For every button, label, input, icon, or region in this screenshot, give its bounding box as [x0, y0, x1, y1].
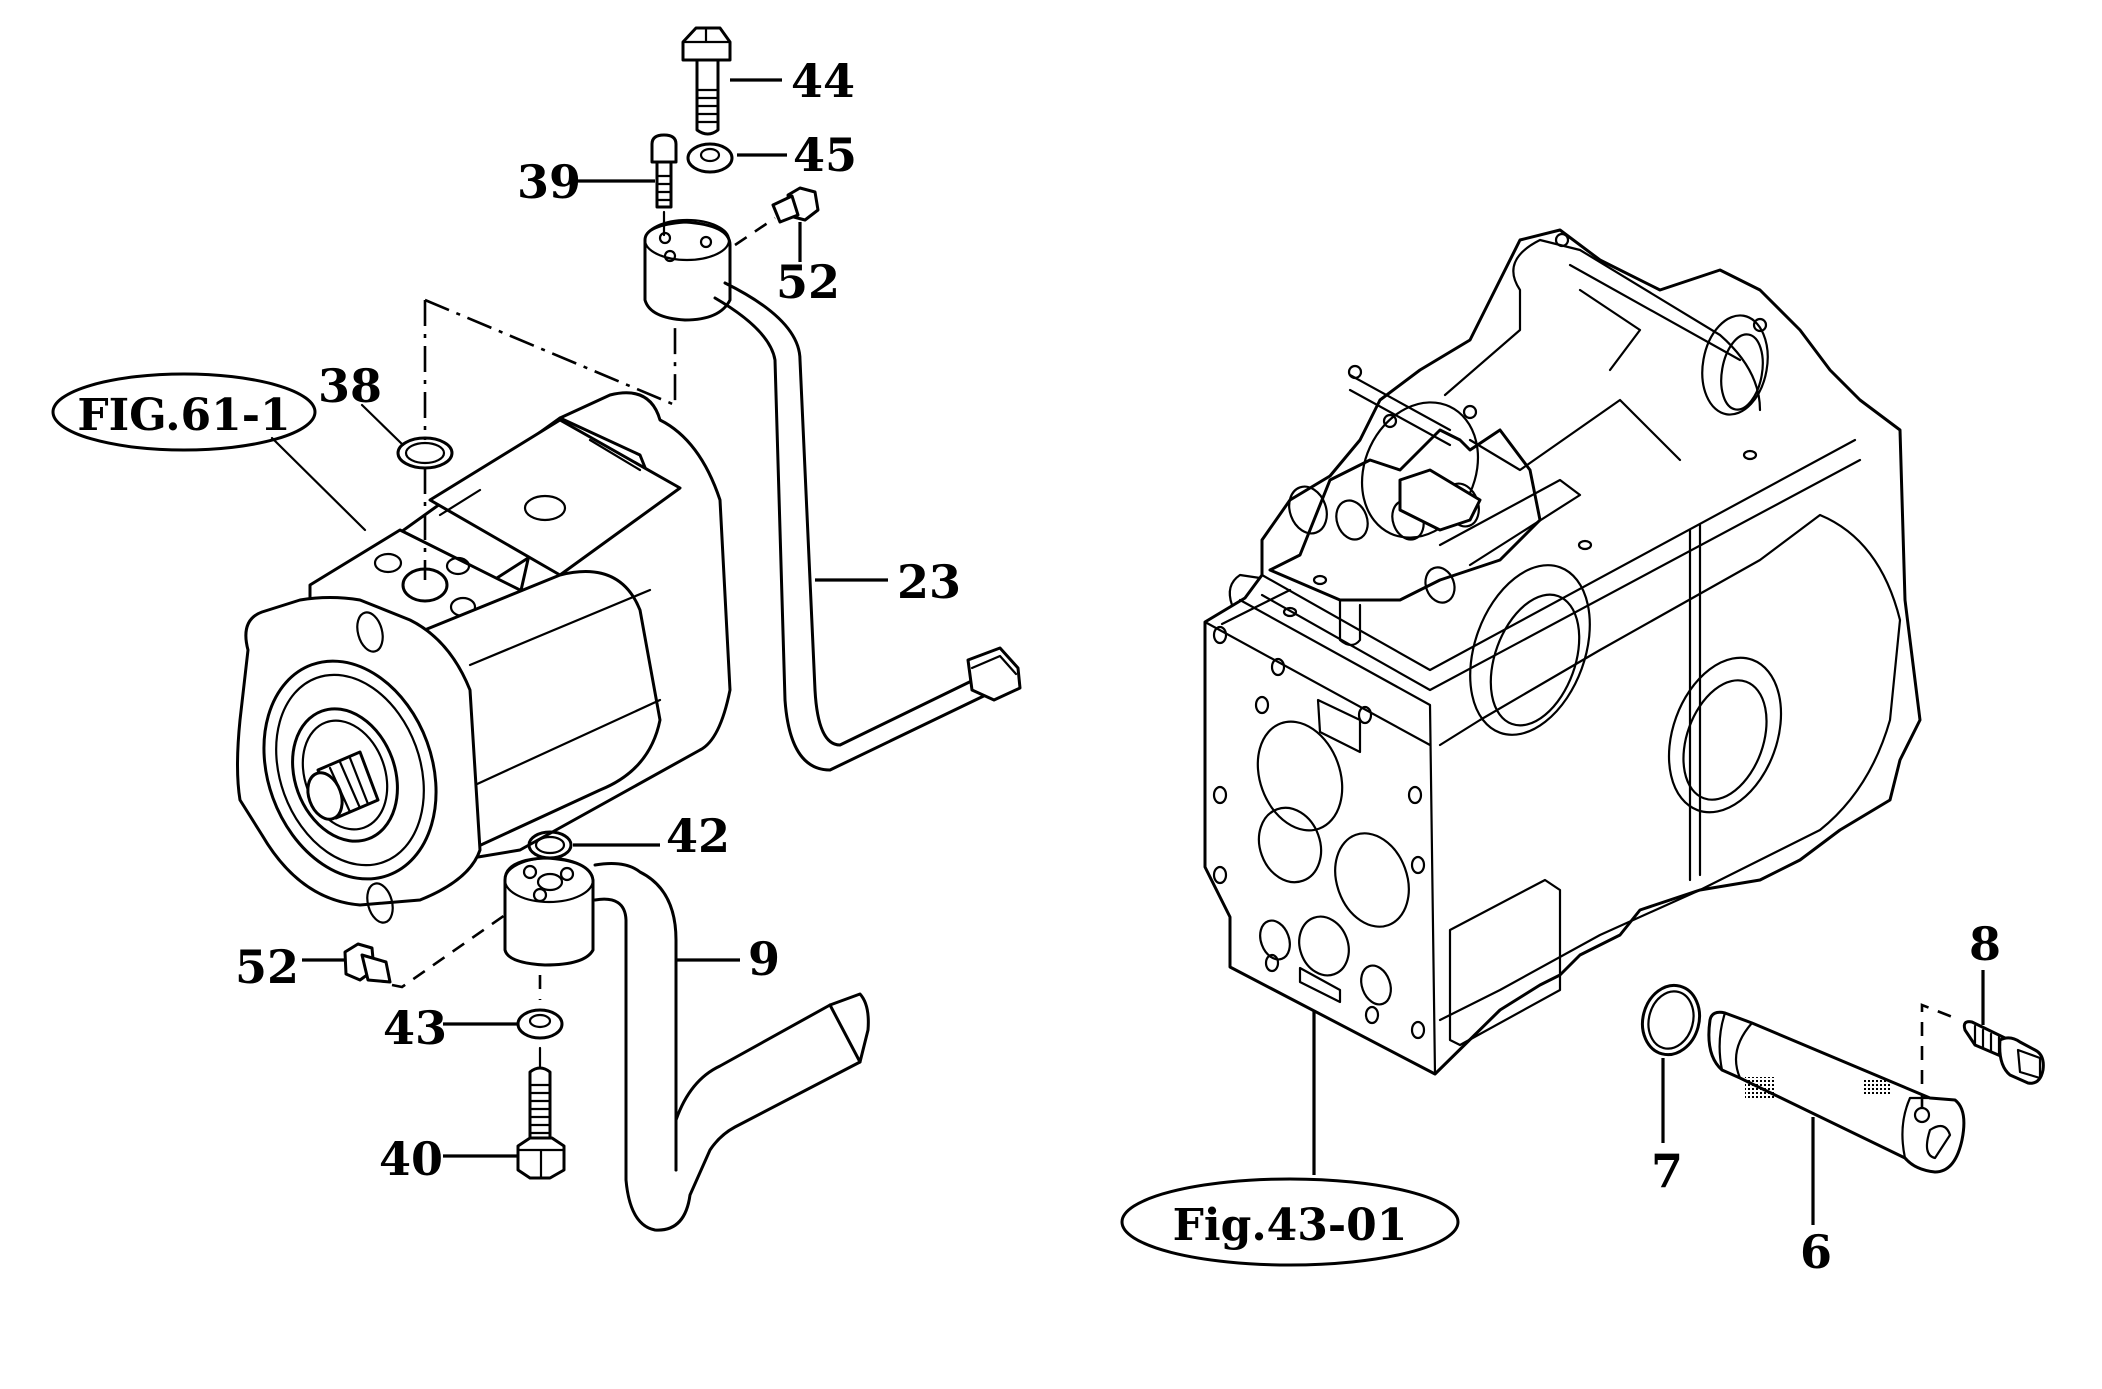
bolt-39 — [650, 133, 678, 237]
bolt-40 — [516, 1046, 566, 1180]
label-23[interactable]: 23 — [897, 555, 961, 609]
washer-45 — [686, 142, 734, 174]
label-39[interactable]: 39 — [517, 155, 581, 209]
label-43[interactable]: 43 — [383, 1001, 447, 1055]
front-face-holes — [1212, 625, 1426, 1040]
label-8[interactable]: 8 — [1969, 917, 2001, 971]
lower-port-block — [503, 856, 595, 967]
o-ring-7 — [1640, 983, 1702, 1057]
transmission-housing — [1203, 228, 1922, 1076]
assembly-centerlines — [423, 298, 677, 580]
part-numbers: 44 45 39 52 38 23 42 9 52 43 40 8 7 6 — [235, 54, 2001, 1279]
label-52-top[interactable]: 52 — [776, 255, 840, 309]
label-7[interactable]: 7 — [1651, 1144, 1683, 1198]
o-ring-42 — [527, 830, 573, 860]
label-42[interactable]: 42 — [666, 809, 730, 863]
fig-43-01-label: Fig.43-01 — [1173, 1200, 1408, 1251]
o-ring-38 — [396, 436, 454, 470]
label-52-bottom[interactable]: 52 — [235, 940, 299, 994]
bolt-44 — [681, 26, 732, 136]
fig-43-01-callout[interactable]: Fig.43-01 — [1120, 1010, 1460, 1267]
pipe-9 — [593, 862, 870, 1232]
leader-lines — [302, 78, 1985, 1225]
plug-screw-52-bottom — [343, 913, 506, 989]
fig-61-1-callout[interactable]: FIG.61-1 — [51, 372, 367, 532]
label-38[interactable]: 38 — [318, 359, 382, 413]
label-44[interactable]: 44 — [791, 54, 855, 108]
pipe-23 — [713, 281, 1022, 772]
label-45[interactable]: 45 — [793, 128, 857, 182]
plug-screw-52-top — [734, 186, 820, 247]
label-9[interactable]: 9 — [748, 932, 780, 986]
suction-filter-6 — [1707, 1010, 1966, 1174]
upper-port-block — [643, 218, 732, 322]
label-6[interactable]: 6 — [1800, 1225, 1832, 1279]
washer-43 — [516, 975, 564, 1040]
fig-61-1-label: FIG.61-1 — [77, 390, 290, 441]
label-40[interactable]: 40 — [379, 1132, 443, 1186]
hydraulic-pump — [236, 391, 732, 924]
flange-bolt-8 — [1920, 1003, 2045, 1108]
